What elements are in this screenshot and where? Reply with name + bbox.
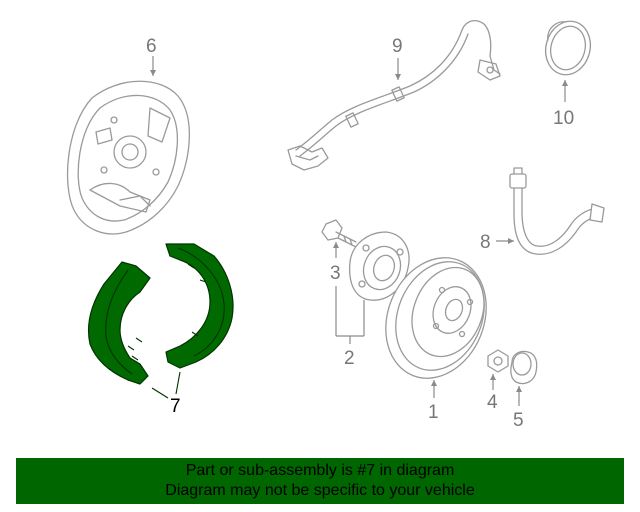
brake-shoe-left [87, 261, 151, 385]
callout-label-2[interactable]: 2 [344, 348, 355, 369]
brake-drum-part-1[interactable] [368, 243, 503, 394]
callout-label-8[interactable]: 8 [480, 232, 491, 253]
callout-label-7[interactable]: 7 [170, 396, 181, 417]
callout-label-1[interactable]: 1 [428, 402, 439, 423]
callout-label-6[interactable]: 6 [146, 36, 157, 57]
brake-hose-part-8[interactable] [509, 167, 605, 255]
wheel-hub-part-2[interactable] [348, 231, 410, 301]
brake-shoe-set-part-7[interactable] [87, 243, 234, 385]
banner-line-2: Diagram may not be specific to your vehi… [165, 482, 475, 499]
info-banner: Part or sub-assembly is #7 in diagram Di… [16, 458, 624, 504]
leader-line-7b [175, 371, 181, 395]
callout-label-10[interactable]: 10 [553, 108, 574, 129]
hub-nut-part-4[interactable] [487, 349, 509, 373]
callout-label-4[interactable]: 4 [487, 392, 498, 413]
callout-label-5[interactable]: 5 [513, 410, 524, 431]
seal-ring-part-10[interactable] [540, 16, 596, 80]
grease-cap-part-5[interactable] [510, 350, 538, 385]
callout-label-3[interactable]: 3 [330, 263, 341, 284]
banner-line-1: Part or sub-assembly is #7 in diagram [185, 462, 455, 479]
backing-plate-part-6[interactable] [66, 80, 190, 235]
wheel-bolt-part-3[interactable] [321, 219, 359, 249]
brake-shoe-right [165, 243, 234, 369]
callout-label-9[interactable]: 9 [392, 36, 403, 57]
sensor-harness-part-9[interactable] [287, 19, 501, 171]
leader-line-7a [151, 387, 169, 399]
